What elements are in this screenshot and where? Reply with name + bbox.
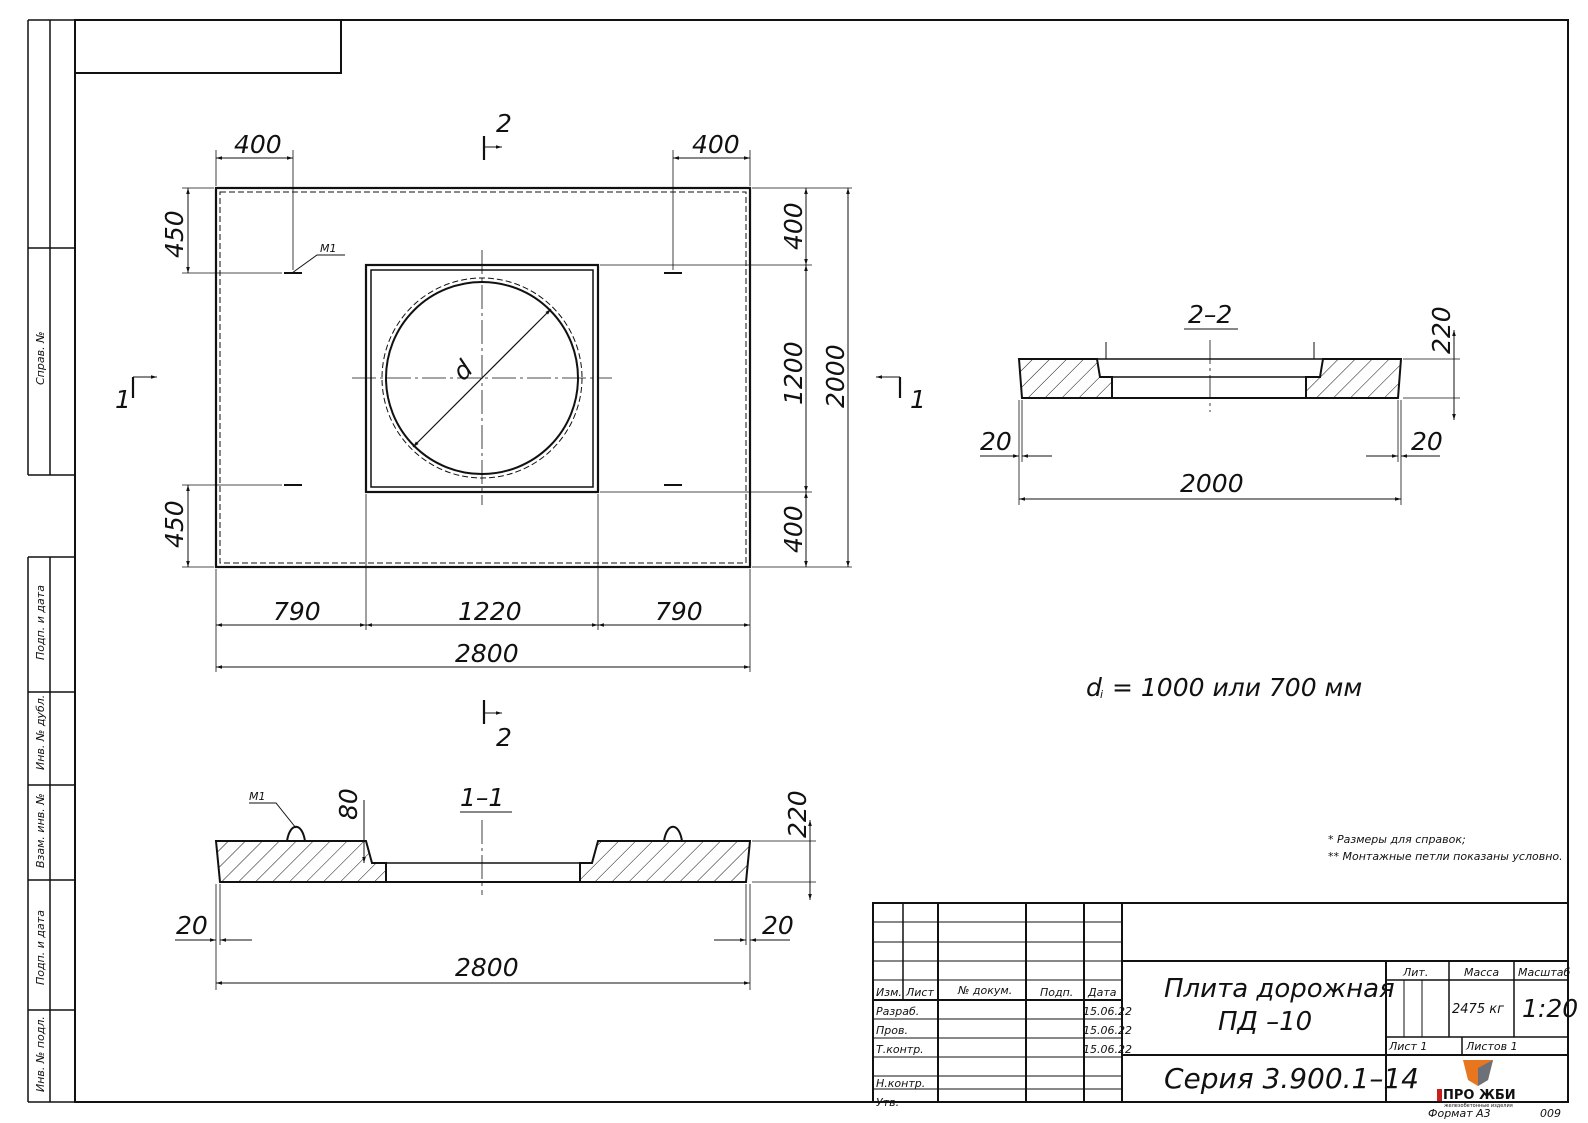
dim-20-right-section-1: 20 — [762, 911, 794, 940]
dim-2800: 2800 — [455, 639, 519, 668]
section-left-half — [214, 840, 387, 883]
dim-20-left-section-1: 20 — [176, 911, 208, 940]
lifting-loop — [286, 825, 306, 842]
dim-220-section-1: 220 — [783, 790, 812, 838]
product-name-line-2: ПД –10 — [1218, 1007, 1312, 1037]
date-prov: 15.06.22 — [1083, 1024, 1132, 1037]
section-2-2-title: 2–2 — [1188, 300, 1232, 329]
dim-790-right: 790 — [655, 597, 703, 626]
lit-header: Лит. — [1402, 966, 1428, 979]
side-label-podp-data-1: Подп. и дата — [34, 585, 47, 660]
mass-value: 2475 кг — [1452, 1002, 1504, 1017]
dim-400-right-top: 400 — [779, 202, 808, 250]
side-strip: Справ. № Подп. и дата Инв. № дубл. Взам.… — [34, 331, 47, 1092]
row-utv: Утв. — [876, 1096, 899, 1109]
section-1-1-labels: 1–1 М1 80 220 20 20 2800 — [176, 783, 812, 982]
dim-450-bottom: 450 — [160, 500, 189, 548]
row-tkontr: Т.контр. — [876, 1043, 924, 1056]
format-label: Формат А3 — [1428, 1107, 1491, 1120]
dim-400-right: 400 — [692, 130, 740, 159]
scale-value: 1:20 — [1522, 994, 1578, 1023]
dim-80: 80 — [334, 788, 363, 820]
side-label-sprav: Справ. № — [34, 331, 47, 385]
section-right-half — [579, 840, 752, 883]
logo-text: ПРО ЖБИ — [1443, 1088, 1516, 1103]
section-1-1 — [175, 800, 816, 990]
plate-outline — [214, 186, 752, 569]
row-nkontr: Н.контр. — [876, 1077, 925, 1090]
dim-400-right-bottom: 400 — [779, 505, 808, 553]
col-podp: Подп. — [1040, 986, 1073, 999]
dim-20-left-section-2: 20 — [980, 427, 1012, 456]
loop-label: М1 — [320, 242, 337, 255]
dim-2000: 2000 — [821, 344, 850, 408]
section-2-left — [1017, 358, 1113, 399]
hole-diameter-label: d — [447, 354, 479, 386]
side-label-inv-dubl: Инв. № дубл. — [34, 695, 47, 770]
sheet-number: Лист 1 — [1388, 1040, 1427, 1053]
section-2-right — [1305, 358, 1403, 399]
section-2-2 — [980, 328, 1460, 505]
col-dokum: № докум. — [957, 984, 1012, 997]
loop-leader — [291, 254, 345, 274]
massa-header: Масса — [1464, 966, 1499, 979]
cut-2-top: 2 — [496, 109, 512, 138]
diameter-line — [412, 308, 552, 448]
sheet-frame — [27, 19, 1569, 1103]
cut-1-left: 1 — [115, 385, 131, 414]
dim-2000-section-2: 2000 — [1180, 469, 1244, 498]
note-1: * Размеры для справок; — [1328, 833, 1466, 846]
dim-20-right-section-2: 20 — [1411, 427, 1443, 456]
sheets-total: Листов 1 — [1465, 1040, 1518, 1053]
loop-leader — [249, 802, 297, 829]
col-data: Дата — [1087, 986, 1117, 999]
dim-2800-section-1: 2800 — [455, 953, 519, 982]
diameter-note-text: = 1000 или 700 мм — [1112, 673, 1362, 702]
lifting-loop — [663, 825, 683, 842]
date-razrab: 15.06.22 — [1083, 1005, 1132, 1018]
plan-dimension-labels: 400 400 450 450 400 1200 400 2000 790 12… — [115, 109, 926, 752]
title-block — [872, 902, 1569, 1103]
product-name-line-1: Плита дорожная — [1164, 974, 1395, 1004]
cut-1-right: 1 — [910, 385, 926, 414]
cut-2-bottom: 2 — [496, 723, 512, 752]
diameter-note-prefix: d — [1086, 673, 1102, 702]
side-label-vzam-inv: Взам. инв. № — [34, 793, 47, 868]
title-block-text: Изм. Лист № докум. Подп. Дата Разраб. Пр… — [876, 966, 1578, 1120]
plate-hidden-edge — [219, 191, 747, 564]
diameter-note: d i = 1000 или 700 мм — [1086, 673, 1362, 702]
section-2-2-labels: 2–2 220 20 20 2000 — [980, 300, 1456, 498]
dim-790-left: 790 — [273, 597, 321, 626]
row-prov: Пров. — [876, 1024, 908, 1037]
plan-view — [131, 136, 902, 724]
dim-220-section-2: 220 — [1427, 306, 1456, 354]
company-logo: ПРО ЖБИ железобетонные изделия — [1437, 1060, 1516, 1109]
note-2: ** Монтажные петли показаны условно. — [1328, 850, 1563, 863]
dim-1220: 1220 — [458, 597, 522, 626]
masshtab-header: Масштаб — [1518, 966, 1570, 979]
side-label-podp-data-2: Подп. и дата — [34, 910, 47, 985]
sheet-code: 009 — [1540, 1107, 1561, 1120]
date-tkontr: 15.06.22 — [1083, 1043, 1132, 1056]
dim-450-top: 450 — [160, 210, 189, 258]
side-label-inv-podl: Инв. № подл. — [34, 1016, 47, 1092]
series-label: Серия 3.900.1–14 — [1164, 1062, 1419, 1095]
dim-1200: 1200 — [779, 341, 808, 405]
diameter-note-subscript: i — [1100, 688, 1103, 701]
logo-subtext: железобетонные изделия — [1444, 1103, 1513, 1109]
col-list: Лист — [905, 986, 934, 999]
col-izm: Изм. — [876, 986, 902, 999]
row-razrab: Разраб. — [876, 1005, 919, 1018]
notes: * Размеры для справок; ** Монтажные петл… — [1328, 833, 1563, 863]
loop-label-section: М1 — [249, 790, 266, 803]
dim-400-left: 400 — [234, 130, 282, 159]
section-1-1-title: 1–1 — [460, 783, 504, 812]
